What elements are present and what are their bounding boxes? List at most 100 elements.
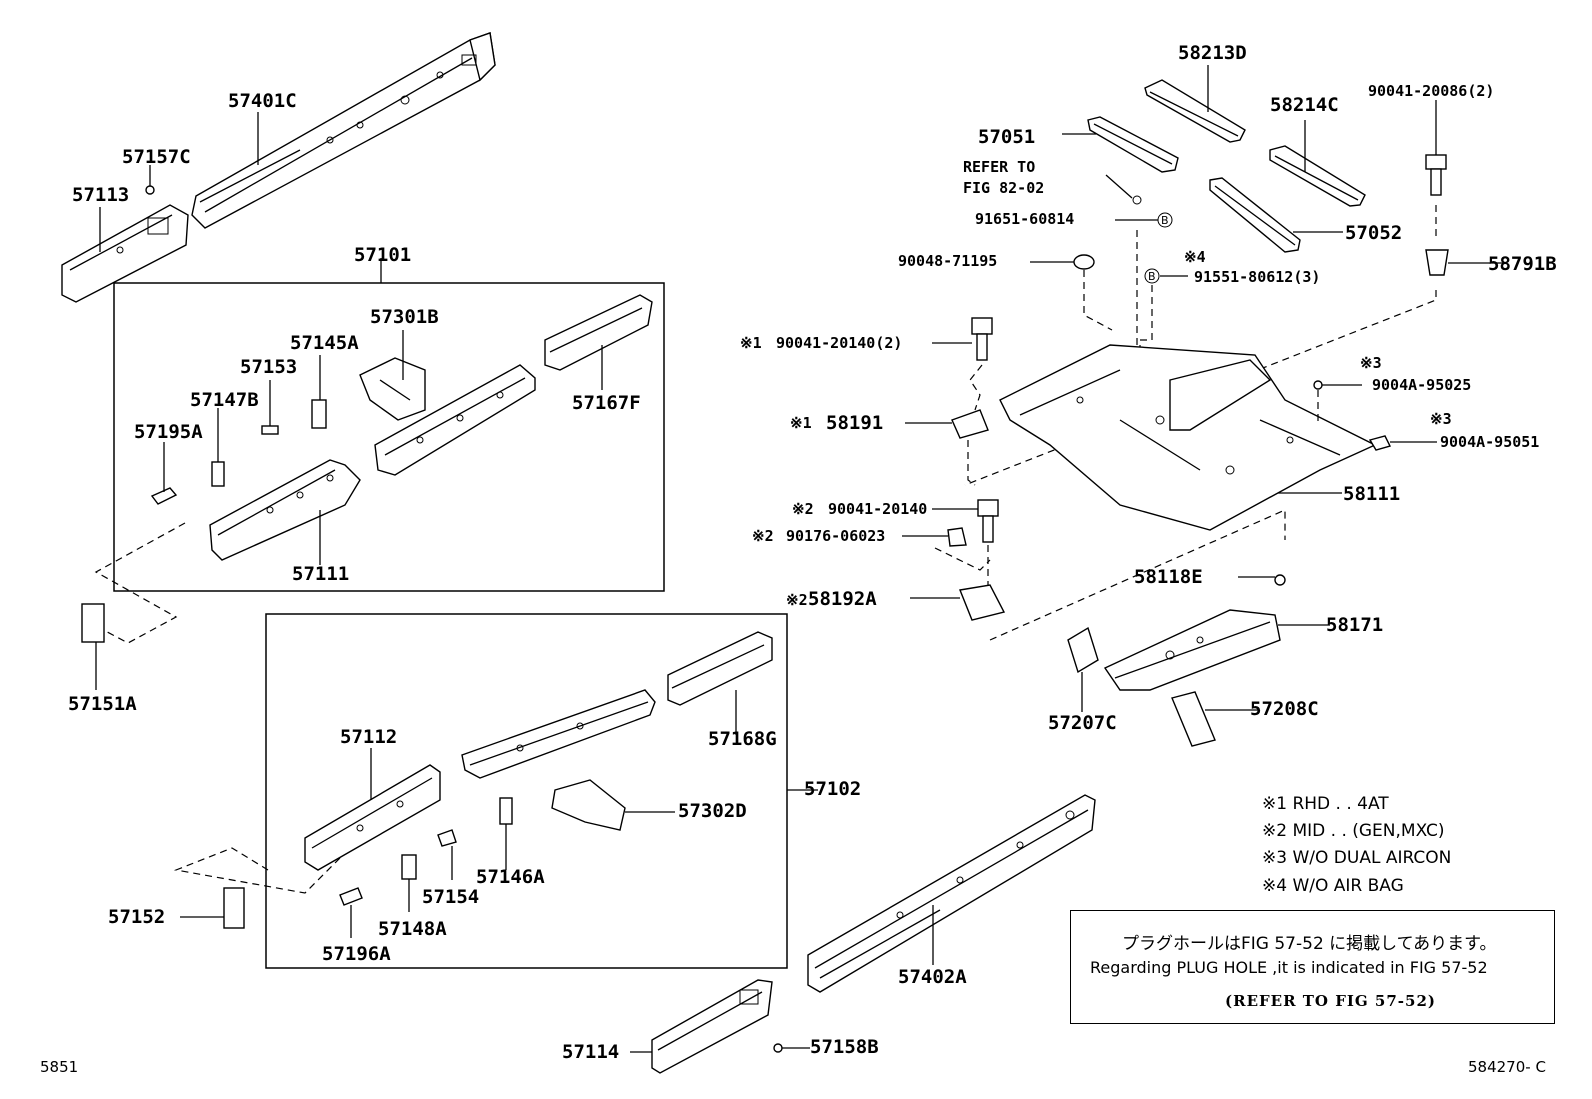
label-57207C: 57207C [1048, 712, 1117, 734]
part-58192A [959, 584, 1006, 621]
label-58111: 58111 [1343, 483, 1401, 505]
label-57402A: 57402A [898, 966, 967, 988]
part-57051 [1087, 116, 1179, 173]
corner-code-right: 584270- C [1468, 1058, 1546, 1076]
part-57196A [339, 887, 363, 906]
label-57112: 57112 [340, 726, 398, 748]
label-91551-80612: 91551-80612(3) [1194, 268, 1321, 286]
part-58111 [999, 344, 1377, 531]
label-58213D: 58213D [1178, 42, 1247, 64]
part-58214C [1269, 145, 1366, 207]
mark-1a: ※1 [740, 334, 762, 352]
label-58214C: 58214C [1270, 94, 1339, 116]
part-57112-rail [461, 689, 656, 779]
label-91651-60814: 91651-60814 [975, 210, 1075, 228]
label-9004A-95025: 9004A-95025 [1372, 376, 1472, 394]
label-58192A: 58192A [808, 588, 877, 610]
part-57151A [81, 603, 105, 643]
part-57154 [437, 829, 457, 847]
label-58171: 58171 [1326, 614, 1384, 636]
part-9004A-95051 [1368, 435, 1392, 451]
part-57168G [667, 631, 773, 706]
label-57168G: 57168G [708, 728, 777, 750]
label-9004A-95051: 9004A-95051 [1440, 433, 1540, 451]
corner-code-left: 5851 [40, 1058, 79, 1076]
reference-box [1070, 910, 1555, 1024]
group-box-57101 [113, 282, 665, 592]
label-57114: 57114 [562, 1041, 620, 1063]
label-57051: 57051 [978, 126, 1036, 148]
part-90041-20140-2 [971, 317, 993, 361]
label-57102: 57102 [804, 778, 862, 800]
part-90041-20140 [977, 499, 999, 543]
mark-2b: ※2 [752, 527, 774, 545]
label-57146A: 57146A [476, 866, 545, 888]
label-57147B: 57147B [190, 389, 259, 411]
label-58791B: 58791B [1488, 253, 1557, 275]
part-57402A [807, 794, 1096, 993]
label-57148A: 57148A [378, 918, 447, 940]
part-57052 [1209, 177, 1301, 253]
label-57111: 57111 [292, 563, 350, 585]
legend-note-2: ※2 MID . . (GEN,MXC) [1262, 821, 1445, 841]
mark-1b: ※1 [790, 414, 812, 432]
part-58791B [1425, 249, 1449, 276]
reference-fig: (REFER TO FIG 57-52) [1225, 992, 1436, 1010]
label-57302D: 57302D [678, 800, 747, 822]
part-57145A [311, 399, 327, 429]
label-57196A: 57196A [322, 943, 391, 965]
label-57301B: 57301B [370, 306, 439, 328]
label-90041-20140: 90041-20140 [828, 500, 928, 518]
reference-japanese: プラグホールはFIG 57-52 に掲載してあります。 [1122, 934, 1497, 954]
part-58118E [1274, 574, 1286, 586]
part-57158B [773, 1043, 783, 1053]
part-57146A [499, 797, 513, 825]
label-57401C: 57401C [228, 90, 297, 112]
label-57101: 57101 [354, 244, 412, 266]
label-57153: 57153 [240, 356, 298, 378]
label-57145A: 57145A [290, 332, 359, 354]
label-57158B: 57158B [810, 1036, 879, 1058]
label-90041-20086: 90041-20086(2) [1368, 82, 1495, 100]
part-57157C [145, 185, 155, 195]
label-57052: 57052 [1345, 222, 1403, 244]
part-57301B [359, 357, 426, 421]
label-58191: 58191 [826, 412, 884, 434]
mark-4: ※4 [1184, 248, 1206, 266]
part-57112 [304, 764, 441, 871]
label-90041-20140-2: 90041-20140(2) [776, 334, 903, 352]
label-57154: 57154 [422, 886, 480, 908]
label-fig-82-02: FIG 82-02 [963, 179, 1045, 197]
label-90048-71195: 90048-71195 [898, 252, 998, 270]
marker-b-2-letter: B [1148, 270, 1156, 283]
part-90048-71195 [1073, 254, 1095, 270]
part-57207C [1067, 626, 1099, 674]
marker-b-1-letter: B [1161, 214, 1169, 227]
part-57152 [223, 887, 245, 929]
label-58118E: 58118E [1134, 566, 1203, 588]
group-box-57102 [265, 613, 788, 969]
mark-3a: ※3 [1360, 354, 1382, 372]
label-57167F: 57167F [572, 392, 641, 414]
part-57167F [544, 294, 653, 371]
label-57208C: 57208C [1250, 698, 1319, 720]
legend-note-1: ※1 RHD . . 4AT [1262, 794, 1389, 814]
label-57113: 57113 [72, 184, 130, 206]
reference-english: Regarding PLUG HOLE ,it is indicated in … [1090, 958, 1488, 977]
legend-note-3: ※3 W/O DUAL AIRCON [1262, 848, 1452, 868]
part-57302D [551, 779, 626, 831]
label-90176-06023: 90176-06023 [786, 527, 886, 545]
mark-2a: ※2 [792, 500, 814, 518]
part-57111 [209, 459, 361, 561]
part-57111-rail [374, 364, 536, 476]
label-57157C: 57157C [122, 146, 191, 168]
marker-b-2 [1144, 268, 1160, 284]
part-58191 [951, 409, 989, 439]
part-58171 [1103, 609, 1281, 691]
part-57148A [401, 854, 417, 880]
part-9004A-95025 [1313, 380, 1323, 390]
part-57114 [651, 979, 773, 1074]
legend-note-4: ※4 W/O AIR BAG [1262, 876, 1404, 896]
